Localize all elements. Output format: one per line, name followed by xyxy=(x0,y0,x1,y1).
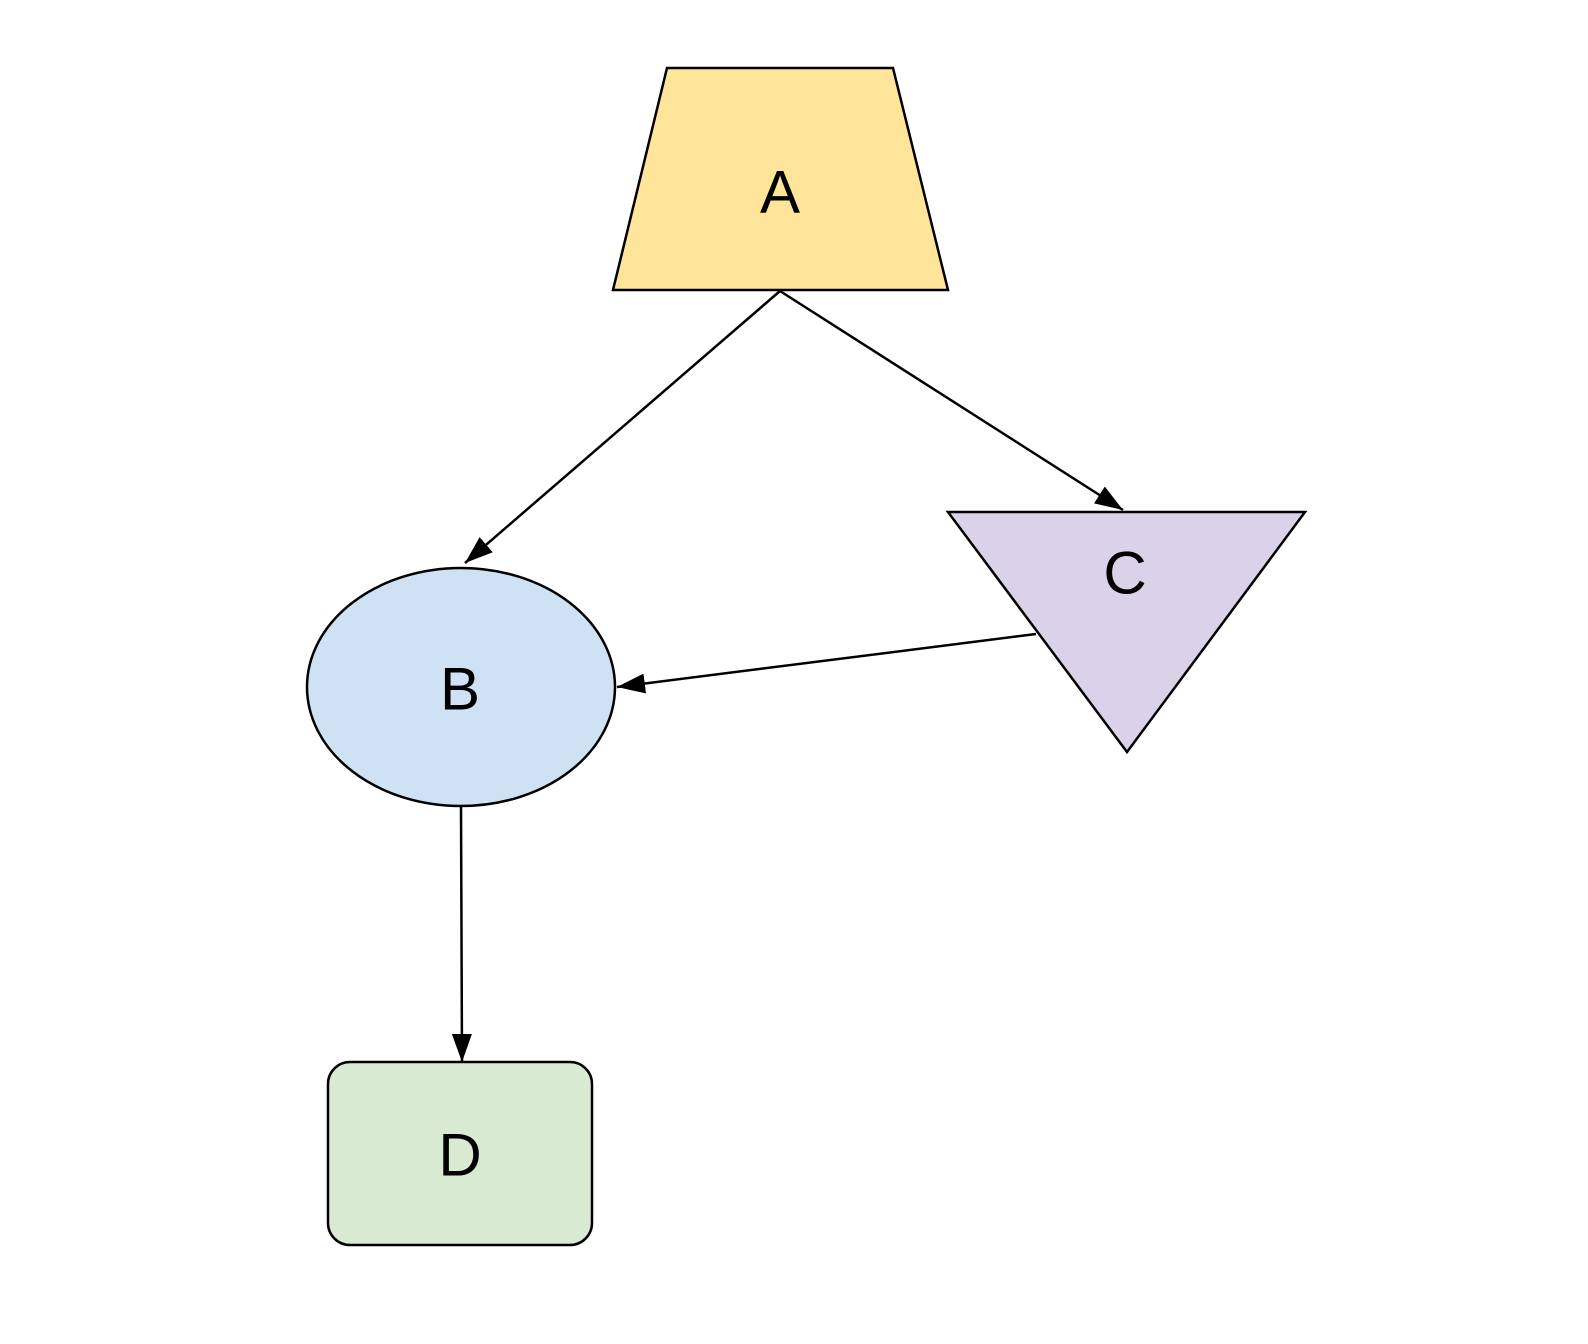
edge-c-to-b xyxy=(616,632,1037,694)
edge-group xyxy=(451,289,1124,1063)
node-b-label: B xyxy=(440,656,480,723)
node-b-ellipse xyxy=(305,566,617,808)
edge-b-to-d xyxy=(451,806,472,1063)
node-c-triangle xyxy=(945,510,1308,755)
node-a-label: A xyxy=(760,159,800,226)
node-a: A xyxy=(611,66,950,292)
node-c-label: C xyxy=(1103,540,1146,607)
node-d-label: D xyxy=(438,1122,481,1189)
node-c: C xyxy=(945,510,1308,755)
edge-a-to-b xyxy=(464,290,781,564)
node-a-trapezoid xyxy=(611,66,950,292)
node-b: B xyxy=(305,566,617,808)
edge-a-to-c xyxy=(779,289,1124,512)
node-d: D xyxy=(326,1060,594,1247)
node-d-rounded-rect xyxy=(326,1060,594,1247)
